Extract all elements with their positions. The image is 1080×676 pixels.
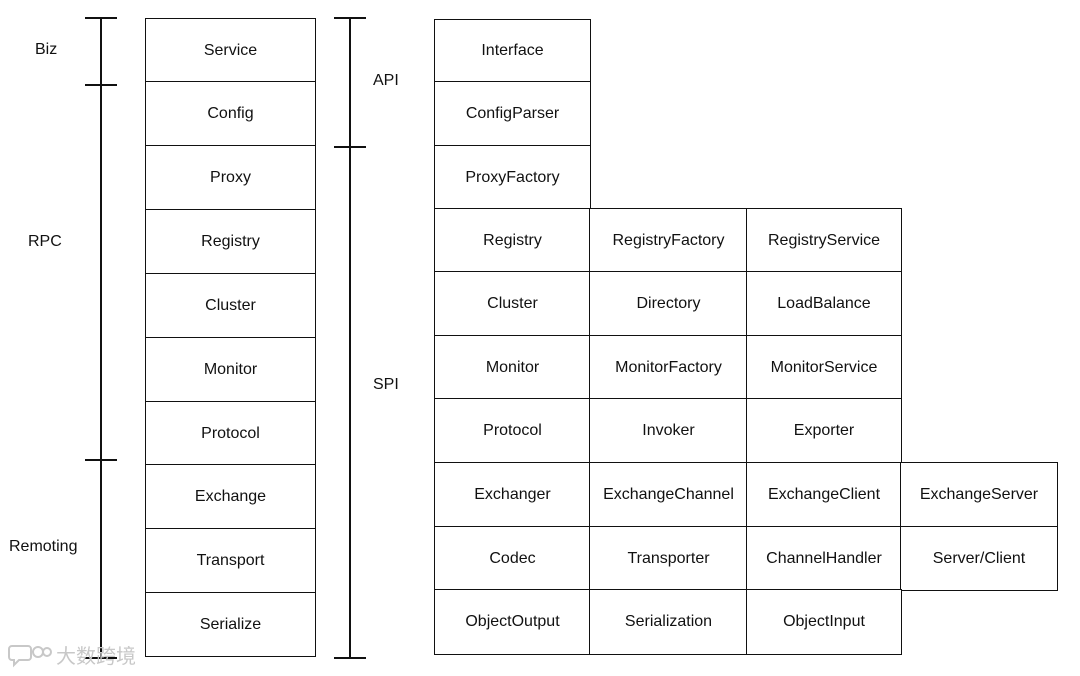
layer-config: Config xyxy=(145,81,316,147)
watermark-text: 大数跨境 xyxy=(56,646,136,668)
layer-exchange: Exchange xyxy=(145,464,316,530)
component-directory: Directory xyxy=(589,271,748,337)
layer-monitor: Monitor xyxy=(145,337,316,403)
component-monitorfactory: MonitorFactory xyxy=(589,335,748,400)
component-cluster: Cluster xyxy=(434,271,591,337)
component-server-client: Server/Client xyxy=(900,526,1058,591)
layer-service: Service xyxy=(145,18,316,83)
component-loadbalance: LoadBalance xyxy=(746,271,902,337)
component-monitorservice: MonitorService xyxy=(746,335,902,400)
layer-transport: Transport xyxy=(145,528,316,594)
group-label-api: API xyxy=(373,72,399,89)
tier-label-remoting: Remoting xyxy=(9,538,78,555)
component-interface: Interface xyxy=(434,19,591,83)
component-registry: Registry xyxy=(434,208,591,273)
layer-registry: Registry xyxy=(145,209,316,275)
tier-label-biz: Biz xyxy=(35,41,58,58)
component-invoker: Invoker xyxy=(589,398,748,464)
component-exchangeclient: ExchangeClient xyxy=(746,462,902,528)
speech-bubble-logo-icon xyxy=(8,642,52,668)
component-monitor: Monitor xyxy=(434,335,591,400)
tier-tick-bottom xyxy=(85,657,117,659)
component-objectoutput: ObjectOutput xyxy=(434,589,591,655)
tier-bracket-line xyxy=(100,17,102,658)
component-exchangechannel: ExchangeChannel xyxy=(589,462,748,528)
tier-label-rpc: RPC xyxy=(28,233,62,250)
component-objectinput: ObjectInput xyxy=(746,589,902,655)
api-spi-bracket-line xyxy=(349,17,351,658)
component-serialization: Serialization xyxy=(589,589,748,655)
component-transporter: Transporter xyxy=(589,526,748,591)
group-label-spi: SPI xyxy=(373,376,399,393)
watermark: 大数跨境 xyxy=(8,640,136,669)
api-tick-top xyxy=(334,17,366,19)
tier-tick-top xyxy=(85,17,117,19)
component-exchangeserver: ExchangeServer xyxy=(900,462,1058,528)
component-registryfactory: RegistryFactory xyxy=(589,208,748,273)
component-protocol: Protocol xyxy=(434,398,591,464)
component-registryservice: RegistryService xyxy=(746,208,902,273)
component-proxyfactory: ProxyFactory xyxy=(434,145,591,210)
layer-cluster: Cluster xyxy=(145,273,316,339)
component-exporter: Exporter xyxy=(746,398,902,464)
component-configparser: ConfigParser xyxy=(434,81,591,147)
layer-proxy: Proxy xyxy=(145,145,316,211)
component-codec: Codec xyxy=(434,526,591,591)
component-exchanger: Exchanger xyxy=(434,462,591,528)
layer-serialize: Serialize xyxy=(145,592,316,657)
api-spi-tick xyxy=(334,146,366,148)
component-channelhandler: ChannelHandler xyxy=(746,526,902,591)
layer-protocol: Protocol xyxy=(145,401,316,466)
tier-tick-rpc-remoting xyxy=(85,459,117,461)
tier-tick-biz-rpc xyxy=(85,84,117,86)
spi-tick-bottom xyxy=(334,657,366,659)
